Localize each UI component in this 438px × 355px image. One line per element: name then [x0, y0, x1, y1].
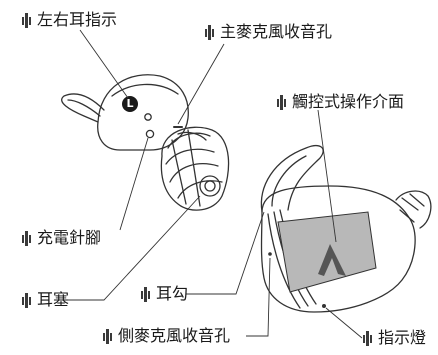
left-earbud	[61, 74, 230, 211]
callout-marker-icon	[363, 330, 373, 346]
left-right-indicator-letter: L	[126, 97, 134, 110]
callout-marker-icon	[22, 292, 32, 308]
right-earbud-body	[260, 185, 416, 313]
charging-pin-upper	[144, 113, 152, 121]
label-ear-hook: 耳勾	[156, 284, 189, 303]
ear-tip-rib-3	[169, 163, 219, 183]
callout-left-right-indicator: 左右耳指示	[22, 11, 117, 29]
ear-tip-opening-inner	[204, 180, 216, 192]
ear-tip-rib-5	[171, 139, 187, 205]
callout-ear-hook: 耳勾	[141, 285, 188, 303]
ear-tip-opening	[199, 175, 221, 197]
callout-touch-control-surface: 觸控式操作介面	[277, 93, 404, 111]
right-earbud-nozzle	[395, 190, 432, 229]
leader-ear-tip	[60, 195, 201, 301]
callout-marker-icon	[205, 24, 215, 40]
label-charging-pins: 充電針腳	[37, 228, 102, 247]
right-earbud-ear-hook	[260, 144, 324, 213]
right-earbud-nozzle-ridge-3	[399, 209, 415, 223]
label-touch-control-surface: 觸控式操作介面	[292, 92, 405, 111]
indicator-light	[322, 304, 326, 308]
leader-indicator-light	[325, 307, 363, 339]
callout-ear-tip: 耳塞	[22, 291, 69, 309]
leader-charging-pins	[119, 137, 149, 231]
leader-touch-control-surface	[317, 109, 337, 243]
charging-pin-lower	[145, 129, 155, 139]
leader-ear-hook	[186, 211, 265, 295]
ear-tip-rib-6	[187, 129, 201, 207]
callout-marker-icon	[22, 230, 32, 246]
callout-side-mic-hole: 側麥克風收音孔	[103, 327, 230, 345]
left-earbud-ear-hook	[61, 93, 105, 123]
callout-marker-icon	[277, 94, 287, 110]
side-mic-hole	[268, 252, 272, 256]
leader-side-mic-hole	[246, 257, 271, 337]
leader-main-mic-hole	[177, 43, 225, 125]
left-earbud-ear-hook-ridge	[67, 99, 101, 117]
callout-main-mic-hole: 主麥克風收音孔	[205, 23, 332, 41]
label-ear-tip: 耳塞	[37, 290, 70, 309]
leader-lines	[60, 29, 363, 339]
label-left-right-indicator: 左右耳指示	[37, 10, 118, 29]
right-earbud-band-1	[267, 213, 301, 309]
callout-marker-icon	[103, 328, 113, 344]
right-earbud-nozzle-ridge-1	[401, 197, 419, 211]
ear-tip-rib-2	[165, 148, 215, 165]
left-earbud-seam	[111, 83, 179, 97]
callout-indicator-light: 指示燈	[363, 329, 426, 347]
brand-logo-mark	[318, 244, 346, 276]
ear-tip-rib-1	[167, 132, 211, 149]
label-main-mic-hole: 主麥克風收音孔	[220, 22, 333, 41]
label-side-mic-hole: 側麥克風收音孔	[118, 326, 231, 345]
callout-marker-icon	[141, 286, 151, 302]
right-earbud-ear-hook-ridge	[271, 155, 307, 207]
left-earbud-body	[97, 74, 189, 151]
label-indicator-light: 指示燈	[378, 328, 427, 347]
left-right-indicator-badge	[122, 96, 138, 112]
leader-left-right-indicator	[79, 29, 129, 99]
right-earbud-nozzle-ridge-2	[409, 193, 425, 207]
callout-charging-pins: 充電針腳	[22, 229, 101, 247]
ear-tip-outline	[160, 126, 230, 211]
callout-marker-icon	[22, 12, 32, 28]
